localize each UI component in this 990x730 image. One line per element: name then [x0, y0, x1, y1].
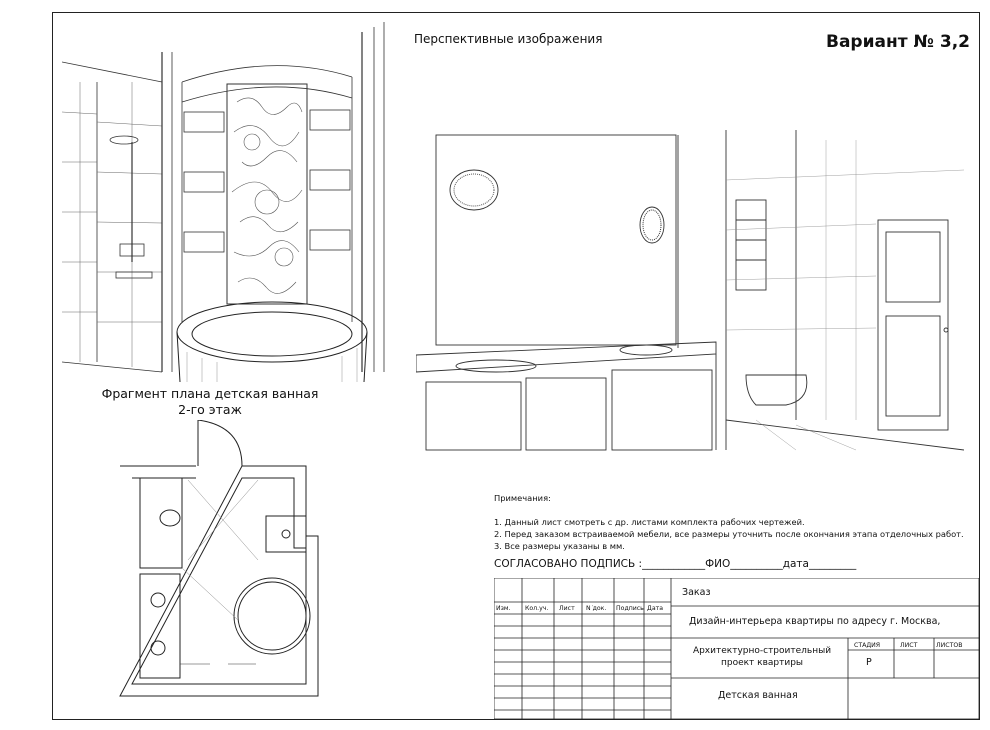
stamp-project-line2: проект квартиры [720, 658, 804, 668]
note-item: 3. Все размеры указаны в мм. [494, 541, 625, 551]
stamp-col-label: Лист [559, 605, 575, 612]
variant-title: Вариант № 3,2 [826, 32, 970, 52]
stamp-col-label: Кол.уч. [525, 605, 549, 612]
title-block-grid [494, 578, 980, 720]
title-block: Изм. Кол.уч. Лист N ͘док. Подпись Дата З… [494, 578, 980, 720]
stamp-room: Детская ванная [718, 690, 798, 701]
plan-title-line2: 2-го этаж [178, 402, 242, 417]
stamp-stage-label: СТАДИЯ [854, 642, 881, 649]
notes-heading: Примечания: [494, 493, 551, 503]
plan-title: Фрагмент плана детская ванная 2-го этаж [100, 386, 320, 418]
perspective-label: Перспективные изображения [414, 32, 603, 46]
stamp-project: Архитектурно-строительный проект квартир… [682, 645, 842, 669]
perspective-bathtub [62, 22, 385, 382]
stamp-col-label: Дата [647, 605, 664, 612]
notes: Примечания: 1. Данный лист смотреть с др… [494, 492, 964, 552]
stamp-col-label: N ͘док. [586, 605, 607, 612]
approval-line: СОГЛАСОВАНО ПОДПИСЬ :____________ФИО____… [494, 558, 857, 570]
stamp-col-label: Подпись [616, 605, 644, 612]
stamp-project-line1: Архитектурно-строительный [692, 646, 832, 656]
perspective-vanity [416, 130, 964, 451]
stamp-sheets-label: ЛИСТОВ [936, 642, 963, 649]
stamp-sheet-label: ЛИСТ [900, 642, 918, 649]
stamp-order-label: Заказ [682, 587, 711, 598]
stamp-col-label: Изм. [496, 605, 511, 612]
drawing-frame [52, 12, 980, 720]
stamp-stage-value: Р [866, 657, 872, 668]
stamp-address: Дизайн-интерьера квартиры по адресу г. М… [689, 616, 941, 627]
note-item: 2. Перед заказом встраиваемой мебели, вс… [494, 529, 964, 539]
plan-title-line1: Фрагмент плана детская ванная [101, 386, 319, 401]
floor-plan [119, 420, 319, 697]
note-item: 1. Данный лист смотреть с др. листами ко… [494, 517, 805, 527]
